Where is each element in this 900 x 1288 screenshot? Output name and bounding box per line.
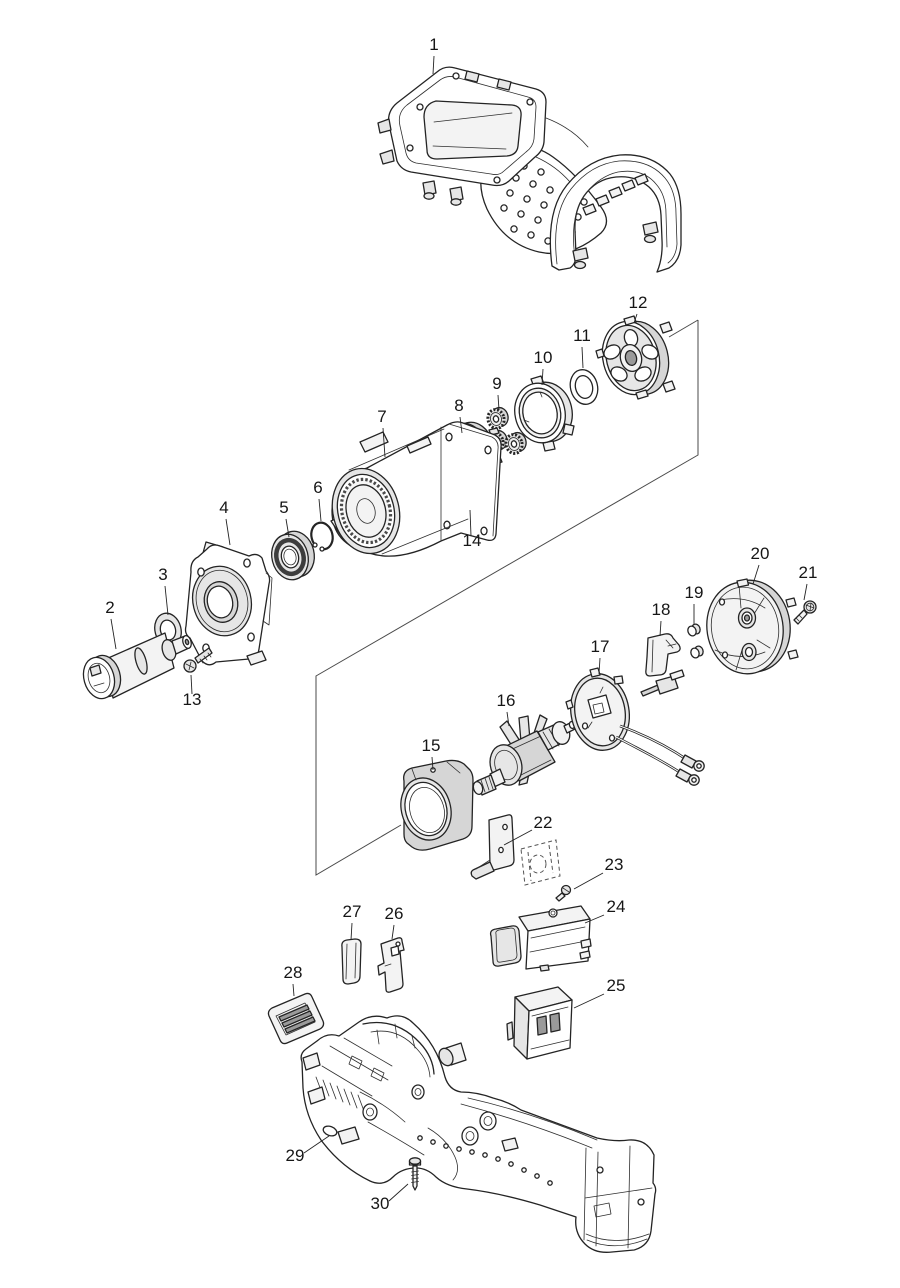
part-16-armature (472, 714, 576, 796)
leader-line-15 (431, 756, 434, 771)
leader-line-1 (432, 55, 435, 75)
leader-line-29 (303, 1135, 330, 1154)
part-7-gear-housing (330, 421, 502, 557)
part-label-27: 27 (343, 902, 362, 921)
part-label-21: 21 (799, 563, 818, 582)
part-19-brush-caps (687, 623, 704, 659)
leader-line-14 (469, 509, 472, 537)
part-23-screw (555, 884, 572, 902)
part-label-17: 17 (591, 637, 610, 656)
leader-line-8 (459, 416, 463, 434)
part-label-5: 5 (279, 498, 288, 517)
part-label-22: 22 (534, 813, 553, 832)
assembly-group-frame (315, 319, 699, 876)
part-1-housing-top (377, 66, 682, 273)
part-6-retaining-ring (310, 521, 334, 554)
leader-line-16 (506, 711, 510, 727)
part-label-4: 4 (219, 498, 228, 517)
part-label-14: 14 (463, 531, 482, 550)
part-label-8: 8 (454, 396, 463, 415)
leader-line-10 (541, 368, 544, 386)
leader-line-20 (752, 564, 760, 585)
part-label-15: 15 (422, 736, 441, 755)
part-label-11: 11 (573, 326, 591, 345)
part-21-screw (793, 600, 817, 625)
part-label-20: 20 (751, 544, 770, 563)
part-18-brush-holder (640, 633, 685, 697)
leader-line-11 (581, 346, 584, 369)
leader-line-2 (110, 618, 117, 650)
part-22-bracket (470, 814, 561, 886)
leader-line-24 (584, 914, 605, 924)
part-label-26: 26 (385, 904, 404, 923)
leader-line-12 (633, 313, 638, 324)
leader-line-18 (659, 620, 662, 637)
part-5-ball-bearing (271, 530, 315, 581)
part-label-18: 18 (652, 600, 671, 619)
part-label-28: 28 (284, 963, 303, 982)
part-11-washer (569, 369, 599, 405)
part-label-30: 30 (371, 1194, 390, 1213)
part-28-vent-grille (267, 992, 325, 1045)
leader-line-4 (225, 518, 231, 546)
part-label-29: 29 (286, 1146, 305, 1165)
part-label-2: 2 (105, 598, 114, 617)
leader-lines (110, 55, 808, 1202)
leader-line-5 (285, 518, 290, 538)
part-17-brush-holder-plate (565, 667, 705, 786)
leader-line-21 (803, 583, 808, 601)
part-4-bearing-box (184, 541, 273, 666)
part-27-button-cap (341, 938, 362, 985)
part-30-screw (408, 1157, 422, 1191)
leader-line-30 (388, 1183, 409, 1202)
part-label-12: 12 (629, 293, 648, 312)
leader-line-23 (573, 872, 604, 890)
leader-line-9 (497, 394, 500, 411)
leader-line-25 (573, 993, 605, 1009)
part-label-13: 13 (183, 690, 202, 709)
part-label-3: 3 (158, 565, 167, 584)
part-25-terminal-block (506, 986, 573, 1060)
part-12-gear-cover (595, 315, 676, 400)
part-24-switch (489, 905, 592, 972)
leader-line-26 (391, 924, 395, 940)
edge-screw-holes (417, 1135, 553, 1186)
part-label-16: 16 (497, 691, 516, 710)
part-label-10: 10 (534, 348, 553, 367)
part-2-anvil (82, 632, 192, 700)
leader-line-3 (164, 585, 169, 616)
part-label-1: 1 (429, 35, 438, 54)
leader-line-28 (292, 983, 295, 997)
part-13-screw (183, 647, 213, 673)
part-label-7: 7 (377, 407, 386, 426)
part-15-yoke (400, 759, 474, 851)
leader-line-17 (598, 657, 601, 675)
part-26-lock-lever (377, 937, 405, 993)
leader-line-27 (350, 922, 353, 941)
part-29-housing-bottom (300, 1015, 657, 1253)
part-label-23: 23 (605, 855, 624, 874)
part-20-rear-cover (706, 578, 799, 675)
part-label-25: 25 (607, 976, 626, 995)
leader-line-13 (190, 674, 193, 695)
part-label-19: 19 (685, 583, 704, 602)
part-label-6: 6 (313, 478, 322, 497)
part-label-24: 24 (607, 897, 626, 916)
leader-line-6 (318, 498, 322, 522)
leader-line-22 (503, 829, 533, 846)
part-10-ring-gear (514, 375, 575, 452)
leader-line-7 (382, 427, 386, 458)
part-label-9: 9 (492, 374, 501, 393)
